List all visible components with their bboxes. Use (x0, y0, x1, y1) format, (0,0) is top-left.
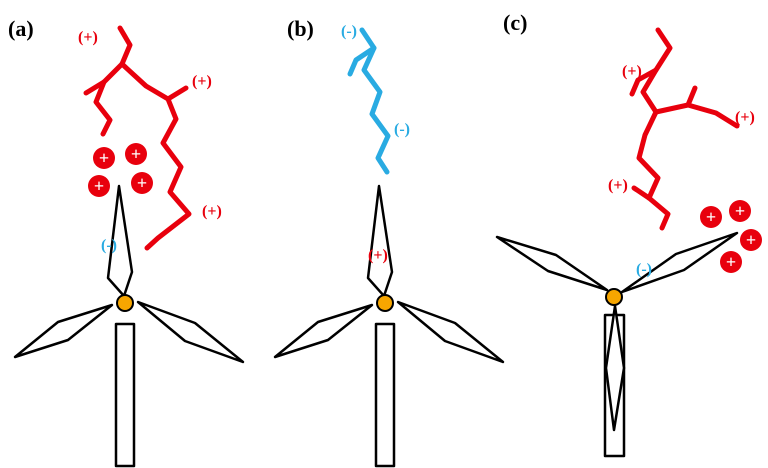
leader-a-branch-left-spur (83, 79, 107, 96)
positive-charge-icon (88, 175, 110, 197)
polarity-label-c-right: (+) (735, 109, 755, 126)
turbine-a-blade-left (13, 303, 114, 359)
plus-symbol: + (706, 207, 716, 227)
polarity-label-b-mid: (-) (394, 121, 410, 138)
plus-symbol: + (94, 176, 104, 196)
polarity-label-b-top: (-) (341, 23, 357, 40)
positive-leader-c (629, 27, 740, 231)
leader-c-main-channel (636, 27, 673, 231)
leader-c-branch-left (629, 67, 659, 97)
positive-charge-icon (729, 200, 751, 222)
positive-charge-icon (740, 229, 762, 251)
panel-label-b: (b) (287, 16, 314, 41)
negative-leader-b (347, 27, 391, 175)
plus-symbol: + (131, 144, 141, 164)
positive-charge-icon (131, 172, 153, 194)
turbine-a-hub (116, 294, 134, 312)
polarity-label-a-low: (+) (202, 203, 222, 220)
charge-cluster-a: + + + + (88, 143, 153, 197)
turbine-b-blade-up (366, 184, 394, 298)
plus-symbol: + (746, 230, 756, 250)
positive-charge-icon (700, 206, 722, 228)
polarity-label-a-mid: (+) (192, 73, 212, 90)
polarity-label-a-tip: (-) (101, 237, 117, 254)
positive-charge-icon (125, 143, 147, 165)
plus-symbol: + (99, 148, 109, 168)
turbine-b-blade-left (273, 303, 374, 359)
turbine-c-blade-down (604, 304, 626, 432)
plus-symbol: + (726, 252, 736, 272)
turbine-b (273, 184, 505, 468)
turbine-a-blade-right (136, 300, 245, 364)
leader-c-branch-low-spur (631, 185, 652, 201)
polarity-label-c-top: (+) (622, 63, 642, 80)
panel-label-a: (a) (8, 16, 34, 41)
polarity-label-c-low: (+) (608, 177, 628, 194)
positive-charge-icon (720, 251, 742, 273)
leader-a-main-channel (117, 25, 192, 251)
charge-cluster-c: + + + + (700, 200, 762, 273)
polarity-label-b-tip: (+) (368, 247, 388, 264)
leader-a-branch-left (93, 61, 125, 137)
turbine-c (495, 231, 739, 458)
polarity-label-c-tip: (-) (636, 261, 652, 278)
turbine-b-blade-right (396, 300, 505, 364)
positive-charge-icon (93, 147, 115, 169)
positive-leader-a (83, 25, 192, 251)
plus-symbol: + (735, 201, 745, 221)
turbine-a-tower (114, 322, 136, 468)
turbine-c-blade-right (620, 231, 739, 294)
turbine-a (13, 184, 245, 468)
turbine-c-hub (605, 288, 623, 306)
turbine-c-blade-left (495, 235, 609, 292)
turbine-b-tower (374, 322, 396, 468)
plus-symbol: + (137, 173, 147, 193)
leader-c-branch-right-spur (685, 85, 698, 108)
turbine-b-hub (376, 294, 394, 312)
leader-c-branch-right (653, 102, 740, 129)
panel-label-c: (c) (503, 10, 528, 35)
polarity-label-a-top: (+) (78, 29, 98, 46)
leader-b-branch-left (347, 45, 377, 77)
leader-a-branch-right-spur (165, 85, 189, 102)
